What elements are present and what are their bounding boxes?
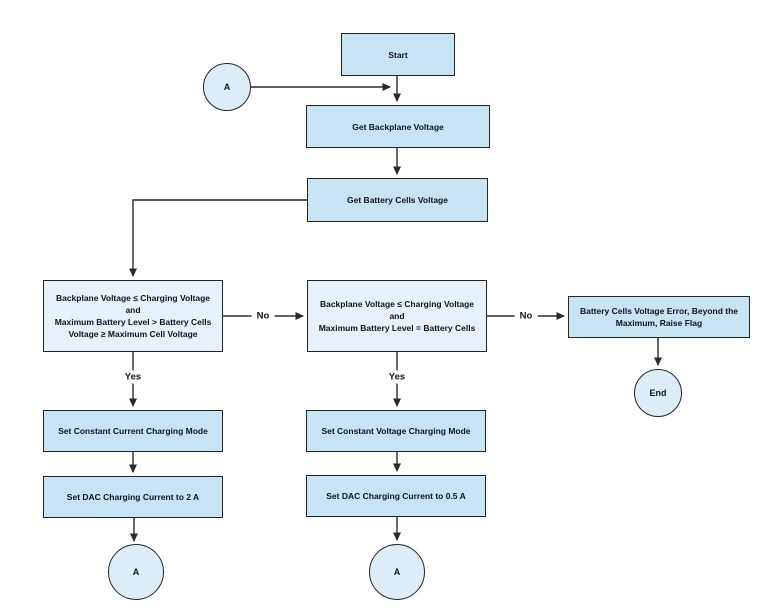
node-decision-constant-voltage: Backplane Voltage ≤ Charging Voltage and… [307,280,487,352]
decision-cc-line-1: Backplane Voltage ≤ Charging Voltage [55,293,211,303]
node-get-battery-cells-voltage-label: Get Battery Cells Voltage [347,195,448,205]
node-connector-a-left-label: A [132,567,140,577]
node-set-dac-current-2a-label: Set DAC Charging Current to 2 A [66,492,200,502]
decision-cc-line-3: Maximum Battery Level > Battery Cells [54,317,212,327]
node-set-dac-current-05a: Set DAC Charging Current to 0.5 A [306,475,486,517]
node-connector-a-mid-label: A [393,567,401,577]
decision-cv-line-1: Backplane Voltage ≤ Charging Voltage [319,299,475,309]
decision-cv-line-3: Maximum Battery Level = Battery Cells [318,323,476,333]
node-start-label: Start [388,49,408,60]
node-end: End [634,369,682,417]
node-decision-constant-current: Backplane Voltage ≤ Charging Voltage and… [43,280,223,352]
decision-cc-line-4: Voltage ≥ Maximum Cell Voltage [68,329,198,339]
node-connector-a-left: A [108,544,164,600]
node-end-label: End [649,388,667,398]
edge-label-yes-left: Yes [119,370,147,384]
node-get-battery-cells-voltage: Get Battery Cells Voltage [307,178,488,222]
node-set-constant-voltage-mode-label: Set Constant Voltage Charging Mode [321,426,471,436]
node-set-dac-current-05a-label: Set DAC Charging Current to 0.5 A [326,491,466,501]
decision-cc-line-2: and [125,305,141,315]
edge-label-yes-mid: Yes [383,370,411,384]
node-get-backplane-voltage: Get Backplane Voltage [306,105,490,148]
node-connector-a-top-label: A [223,82,231,92]
edge-label-no-left: No [251,309,275,323]
node-set-constant-current-mode: Set Constant Current Charging Mode [43,410,223,452]
node-get-backplane-voltage-label: Get Backplane Voltage [352,121,444,132]
node-start: Start [341,33,455,76]
edge-label-no-right: No [514,309,538,323]
node-connector-a-mid: A [369,544,425,600]
node-set-dac-current-2a: Set DAC Charging Current to 2 A [43,476,223,518]
error-flag-line-2: Maximum, Raise Flag [615,318,703,328]
node-set-constant-voltage-mode: Set Constant Voltage Charging Mode [306,410,486,452]
edge-get-battery-to-decision-cc [129,199,307,277]
error-flag-line-1: Battery Cells Voltage Error, Beyond the [579,306,739,316]
node-connector-a-top: A [203,63,251,111]
node-voltage-error-flag: Battery Cells Voltage Error, Beyond the … [568,296,750,338]
decision-cv-line-2: and [389,311,405,321]
node-set-constant-current-mode-label: Set Constant Current Charging Mode [58,426,208,436]
